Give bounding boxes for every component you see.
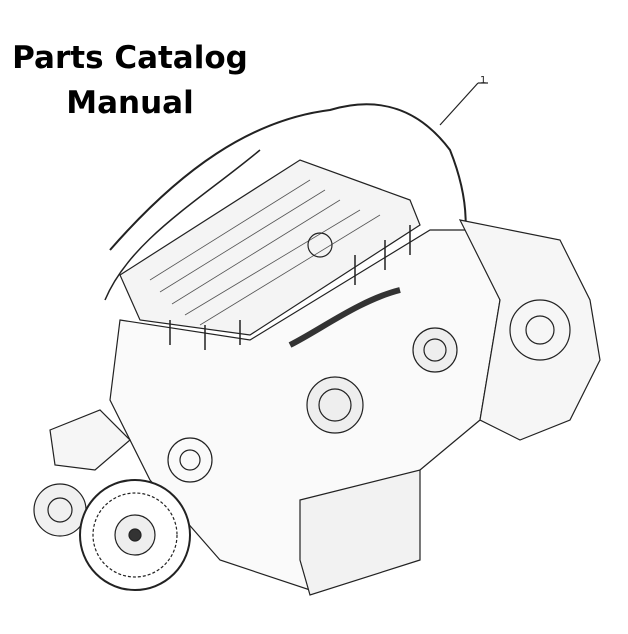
- turbocharger: [306, 376, 364, 434]
- flywheel-housing: [458, 219, 601, 441]
- callout-leader: [439, 82, 479, 126]
- pulley: [167, 437, 213, 483]
- oil-cap: [307, 232, 333, 258]
- title-line-1: Parts Catalog: [12, 40, 248, 76]
- callout-label: 1: [480, 75, 487, 86]
- title-line-2: Manual: [66, 85, 194, 121]
- front-mount: [49, 409, 131, 471]
- valve-cover: [119, 159, 421, 336]
- oil-pan: [299, 469, 421, 596]
- wiring-harness: [109, 103, 467, 281]
- fan-clutch: [33, 483, 87, 537]
